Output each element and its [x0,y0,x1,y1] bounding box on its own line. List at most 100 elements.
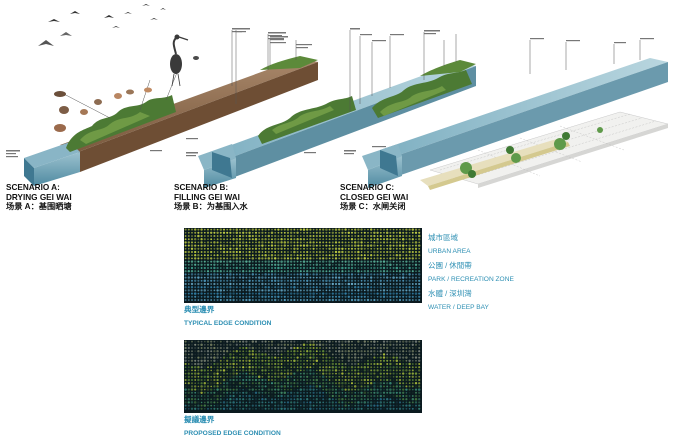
grid-dot [334,391,338,394]
grid-dot [232,350,235,353]
grid-dot [376,231,379,234]
grid-dot [322,235,325,237]
grid-dot [216,359,219,362]
grid-dot [226,250,229,254]
grid-dot [331,282,334,286]
grid-dot [238,381,242,385]
grid-dot [360,366,363,369]
grid-dot [347,270,350,273]
grid-dot [213,289,216,292]
grid-dot [363,260,366,263]
grid-dot [184,346,187,350]
grid-dot [270,263,274,266]
grid-dot [338,356,341,359]
grid-dot [338,231,341,234]
grid-dot [290,247,293,250]
grid-dot [303,270,305,273]
grid-dot [315,385,319,388]
grid-dot [194,353,197,356]
grid-dot [194,263,197,266]
grid-dot [309,385,312,388]
grid-dot [315,350,318,353]
grid-dot [223,395,225,397]
grid-dot [405,375,408,378]
grid-dot [245,401,248,404]
grid-dot [299,267,302,269]
grid-dot [187,366,190,369]
grid-dot [210,241,213,244]
grid-dot [277,346,280,350]
grid-dot [232,343,235,346]
grid-dot [293,372,296,375]
grid-dot [302,378,306,382]
grid-dot [248,298,251,302]
grid-dot [261,254,264,257]
grid-dot [254,356,258,359]
grid-dot [245,238,248,241]
grid-dot [309,237,312,241]
grid-dot [386,350,389,353]
grid-dot [331,292,334,295]
grid-dot [414,292,418,295]
grid-dot [347,346,350,350]
grid-dot [194,289,197,292]
grid-dot [334,362,338,366]
grid-dot [248,394,251,398]
grid-dot [300,385,302,388]
grid-dot [415,270,417,273]
grid-dot [367,359,369,362]
grid-dot [309,247,312,250]
grid-dot [309,353,312,356]
grid-dot [286,401,290,404]
grid-dot [383,244,385,247]
grid-dot [290,276,293,279]
grid-dot [242,231,245,234]
grid-dot [274,375,277,378]
grid-dot [258,350,261,353]
grid-dot [245,241,248,244]
grid-dot [354,292,357,295]
grid-dot [331,359,334,362]
grid-dot [392,391,395,394]
grid-dot [187,235,190,237]
grid-dot [258,263,261,266]
grid-dot [319,228,321,231]
grid-dot [274,385,277,388]
grid-dot [264,282,267,286]
grid-dot [255,260,257,263]
grid-dot [293,346,296,350]
grid-dot [354,228,357,231]
grid-dot [280,286,283,289]
grid-dot [382,289,386,292]
grid-dot [242,391,245,394]
grid-dot [264,395,267,397]
grid-dot [277,282,280,286]
grid-dot [213,276,216,279]
grid-dot [283,298,286,302]
grid-dot [395,237,399,241]
grid-dot [223,382,225,385]
grid-dot [187,401,190,404]
legend-park-zh: 公園 / 休閒帶 [428,261,472,270]
grid-dot [370,267,373,269]
grid-dot [363,375,366,378]
grid-dot [357,253,360,257]
grid-dot [290,289,293,292]
grid-dot [357,369,360,372]
grid-dot [203,254,206,257]
grid-dot [302,263,306,266]
grid-dot [386,343,389,346]
grid-dot [302,266,306,270]
grid-dot [408,295,411,298]
grid-dot [392,375,395,378]
grid-dot [261,395,264,397]
grid-dot [216,251,219,253]
grid-dot [229,263,232,266]
grid-dot [363,279,366,282]
grid-dot [402,375,405,378]
grid-dot [229,343,232,346]
grid-dot [187,391,190,394]
grid-dot [207,366,209,369]
grid-dot [399,369,401,372]
grid-dot [261,407,264,411]
